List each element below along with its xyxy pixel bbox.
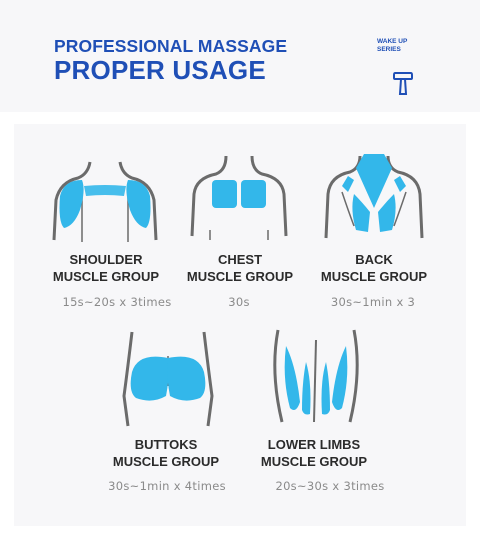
header-banner: PROFESSIONAL MASSAGE PROPER USAGE WAKE U… (0, 0, 480, 112)
chest-duration: 30s (228, 295, 250, 309)
brand-line-2: SERIES (377, 46, 401, 53)
brand-label: WAKE UP SERIES (377, 38, 407, 54)
massage-gun-icon (393, 72, 413, 95)
buttocks-label: BUTTOKS MUSCLE GROUP (96, 436, 236, 470)
title-line-2: PROPER USAGE (54, 55, 266, 85)
shoulder-label: SHOULDER MUSCLE GROUP (36, 251, 176, 285)
lower-limbs-duration: 20s~30s x 3times (275, 479, 385, 493)
back-label-line-1: BACK (355, 252, 393, 267)
title-line-1: PROFESSIONAL MASSAGE (54, 36, 288, 56)
shoulder-muscle-icon (52, 161, 158, 242)
back-muscle-icon (324, 154, 424, 239)
back-duration: 30s~1min x 3 (330, 295, 416, 309)
chest-muscle-icon (190, 155, 288, 240)
buttocks-label-line-2: MUSCLE GROUP (112, 454, 220, 469)
shoulder-label-line-2: MUSCLE GROUP (52, 269, 160, 284)
shoulder-duration: 15s~20s x 3times (62, 295, 172, 309)
lower-limbs-label-line-2: MUSCLE GROUP (260, 454, 368, 469)
chest-label: CHEST MUSCLE GROUP (170, 251, 310, 285)
back-label: BACK MUSCLE GROUP (304, 251, 444, 285)
lower-limbs-label: LOWER LIMBS MUSCLE GROUP (244, 436, 384, 470)
buttocks-label-line-1: BUTTOKS (134, 437, 198, 452)
chest-label-line-2: MUSCLE GROUP (186, 269, 294, 284)
lower-limbs-label-line-1: LOWER LIMBS (267, 437, 361, 452)
buttocks-duration: 30s~1min x 4times (108, 479, 226, 493)
chest-label-line-1: CHEST (217, 252, 263, 267)
brand-line-1: WAKE UP (377, 38, 408, 45)
buttocks-muscle-icon (122, 331, 214, 427)
shoulder-label-line-1: SHOULDER (69, 252, 143, 267)
lower-limbs-muscle-icon (273, 329, 359, 423)
back-label-line-2: MUSCLE GROUP (320, 269, 428, 284)
